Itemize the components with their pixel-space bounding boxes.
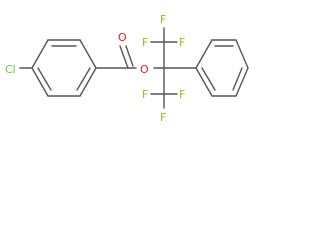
bond <box>195 67 213 97</box>
bond <box>232 67 243 91</box>
molecule-drawing: Cl O O F F F F F F <box>5 13 249 124</box>
bond <box>79 67 97 97</box>
bond <box>31 39 49 69</box>
bond <box>195 39 213 69</box>
fluorine-bottom-2-label: F <box>142 88 148 101</box>
bond <box>201 67 216 91</box>
fluorine-top-2-label: F <box>142 36 148 49</box>
chlorine-atom-label: Cl <box>5 63 16 76</box>
structure-diagram: Cl O O F F F F F F <box>0 0 249 137</box>
bond <box>37 67 52 91</box>
bond <box>119 45 129 69</box>
bonds <box>19 27 249 109</box>
ester-oxygen-label: O <box>140 63 149 76</box>
fluorine-bottom-3-label: F <box>179 88 185 101</box>
fluorine-top-1-label: F <box>160 13 166 26</box>
fluorine-bottom-1-label: F <box>160 111 166 124</box>
atom-labels: Cl O O F F F F F F <box>5 13 185 124</box>
bond <box>79 39 97 69</box>
bond <box>125 45 134 67</box>
carbonyl-oxygen-label: O <box>118 31 127 44</box>
bond <box>235 39 249 69</box>
bond <box>31 67 49 97</box>
bond <box>235 67 249 97</box>
bond <box>76 67 91 91</box>
fluorine-top-3-label: F <box>179 36 185 49</box>
